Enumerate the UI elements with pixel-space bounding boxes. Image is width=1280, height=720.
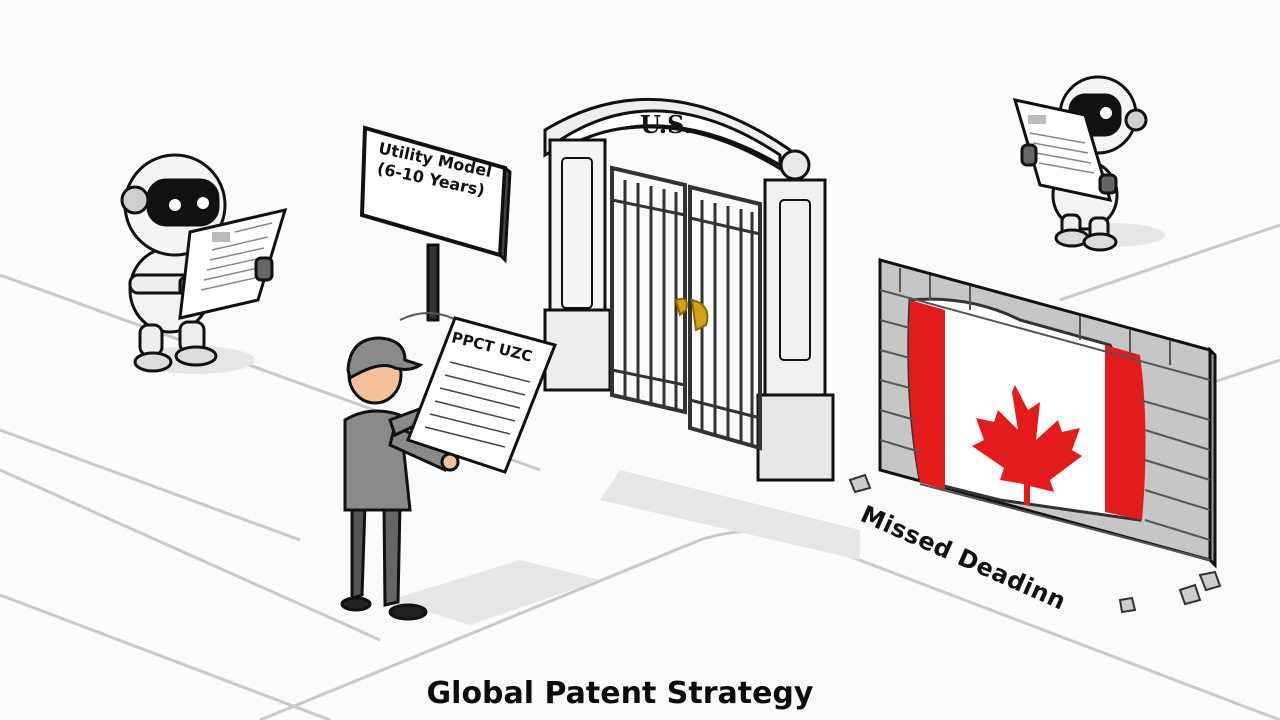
gate-label: U.S. bbox=[640, 110, 692, 139]
maple-leaf-icon bbox=[972, 385, 1082, 505]
person-reading bbox=[340, 336, 460, 621]
robot-right bbox=[1012, 75, 1148, 252]
brick-wall bbox=[848, 258, 1222, 614]
robot-left bbox=[120, 153, 288, 373]
signpost bbox=[359, 125, 512, 323]
pct-document bbox=[406, 316, 558, 474]
caption-title: Global Patent Strategy bbox=[426, 676, 814, 711]
us-gate bbox=[543, 97, 835, 482]
